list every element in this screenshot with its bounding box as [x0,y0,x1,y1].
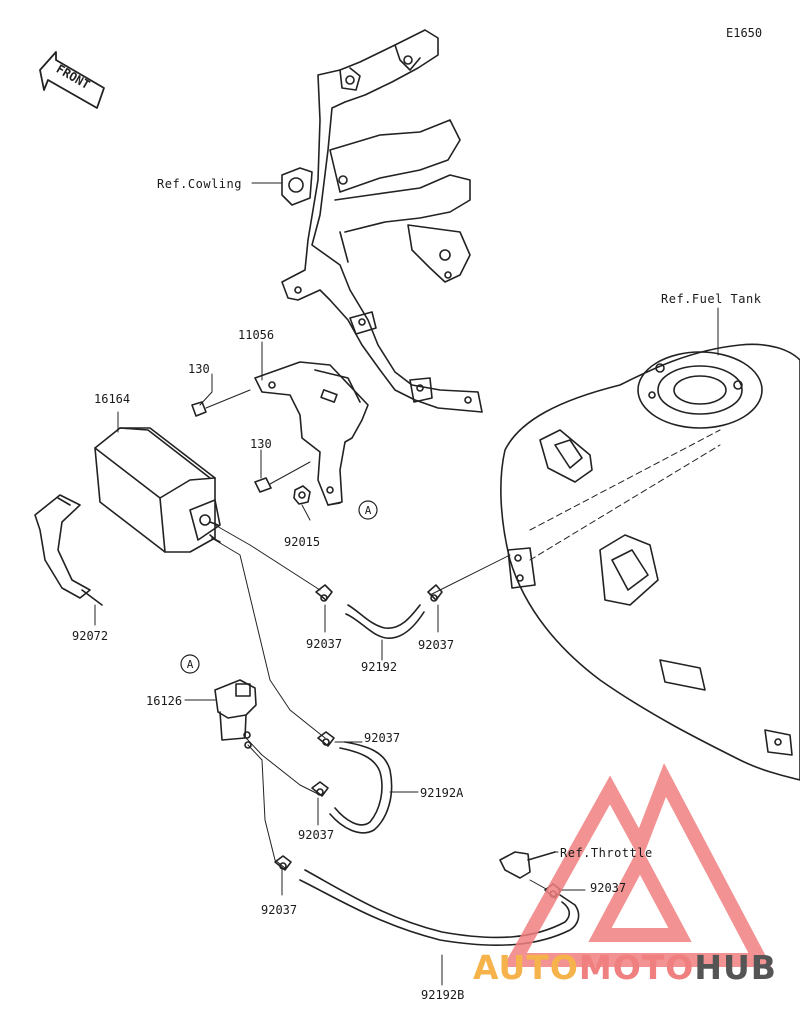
watermark-auto: AUTO [473,948,579,987]
watermark-text: AUTOMOTOHUB [473,948,777,987]
fuel-tank [500,343,800,781]
part-130-lower-label[interactable]: 130 [250,437,272,451]
diagram-code: E1650 [726,26,763,40]
marker-a-upper-icon: A [358,500,378,520]
part-92037-label-3[interactable]: 92037 [364,731,401,745]
front-arrow-icon: FRONT [39,51,105,109]
marker-a-lower-icon: A [180,654,200,674]
throttle-fitting-icon[interactable] [499,851,556,879]
part-92015-label[interactable]: 92015 [284,535,321,549]
svg-text:A: A [187,658,194,671]
part-92192-label[interactable]: 92192 [361,660,398,674]
ref-cowling-label[interactable]: Ref.Cowling [157,177,242,191]
hose-92192[interactable] [345,604,425,639]
watermark-moto: MOTO [578,948,695,987]
hose-92192a[interactable] [329,741,393,834]
frame [281,29,483,413]
hose-92192b[interactable] [299,869,580,946]
bolt-upper-icon[interactable] [191,389,251,417]
part-92192a-label[interactable]: 92192A [420,786,464,800]
watermark-hub: HUB [694,948,777,987]
ref-throttle-label[interactable]: Ref.Throttle [560,846,653,860]
bolt-lower-icon[interactable] [254,461,311,493]
part-92037-label-5[interactable]: 92037 [261,903,298,917]
part-92192b-label[interactable]: 92192B [421,988,465,1002]
canister-16164[interactable] [94,427,221,553]
ref-fuel-tank-label[interactable]: Ref.Fuel Tank [661,292,762,306]
part-92072-label[interactable]: 92072 [72,629,109,643]
part-92037-label-2[interactable]: 92037 [418,638,455,652]
watermark-logo [503,763,772,967]
part-130-upper-label[interactable]: 130 [188,362,210,376]
part-92037-label-1[interactable]: 92037 [306,637,343,651]
clamp-icon-1[interactable] [315,584,333,602]
part-16164-label[interactable]: 16164 [94,392,131,406]
nut-icon[interactable] [293,485,311,505]
valve-16126[interactable] [214,679,257,749]
clamp-icon-4[interactable] [311,781,329,797]
leader-lines [214,524,549,891]
bracket-11056[interactable] [254,361,369,506]
clamp-icon-5[interactable] [274,855,292,871]
part-11056-label[interactable]: 11056 [238,328,275,342]
svg-text:A: A [365,504,372,517]
part-92037-label-6[interactable]: 92037 [590,881,627,895]
clamp-icon-3[interactable] [317,731,335,747]
part-16126-label[interactable]: 16126 [146,694,183,708]
label-leaders [94,182,719,986]
band-92072[interactable] [34,494,103,606]
part-92037-label-4[interactable]: 92037 [298,828,335,842]
clamp-icon-2[interactable] [427,584,443,602]
